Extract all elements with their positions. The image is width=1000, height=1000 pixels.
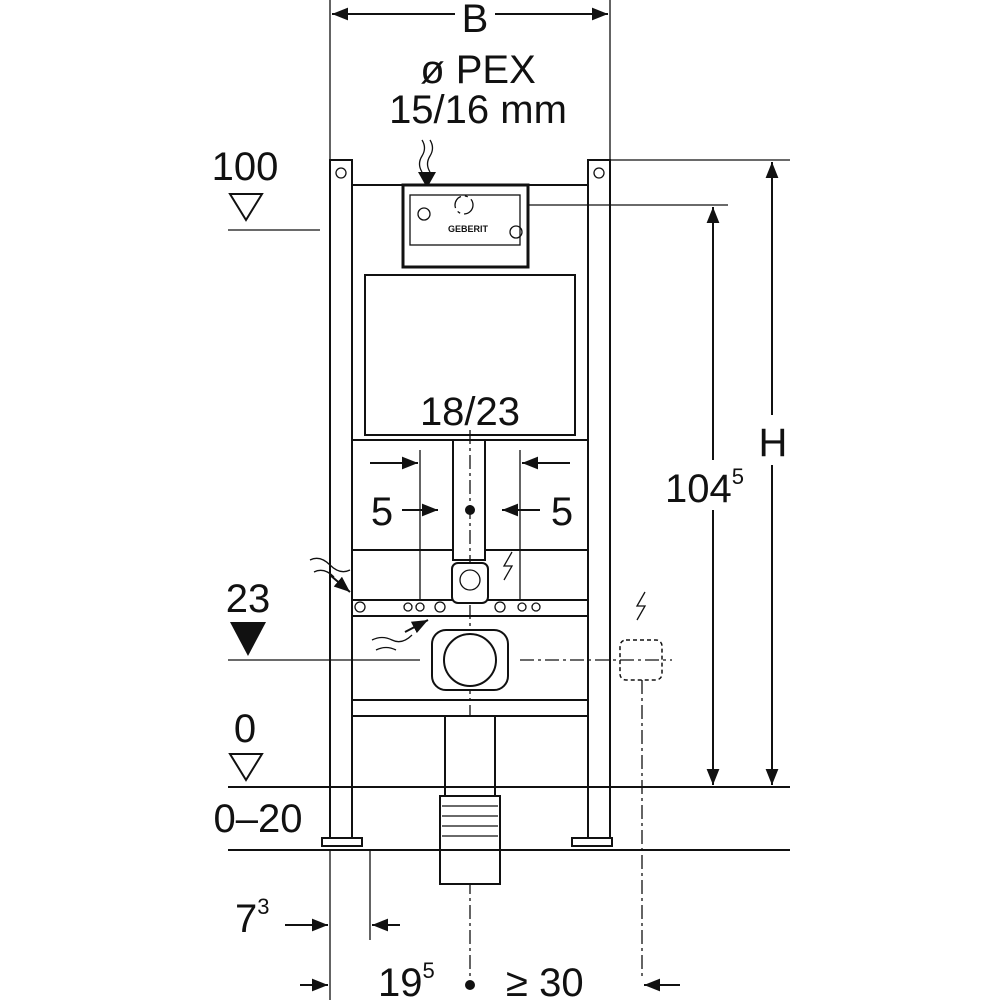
height-label: 1045: [665, 464, 744, 511]
water-left-arrow-icon: [309, 557, 351, 593]
water-drain-arrow-icon: [371, 619, 429, 651]
level-marker-icon: [228, 753, 264, 782]
floor-range-label: 0–20: [214, 797, 303, 841]
offset-left-label: 5: [371, 490, 393, 534]
level-23-label: 23: [226, 577, 271, 621]
water-supply-arrow-icon: [418, 139, 436, 188]
flush-plate: GEBERIT: [401, 183, 530, 269]
flush-pipe: [452, 439, 486, 561]
drain-bend: [431, 629, 509, 885]
electric-right-icon: [635, 591, 647, 621]
socket-box: [619, 639, 663, 681]
min-distance-label: ≥ 30: [506, 961, 584, 1000]
level-marker-filled-icon: [230, 622, 266, 656]
connection-fittings: [354, 562, 541, 613]
electric-left-icon: [502, 551, 514, 581]
level-marker-icon: [228, 193, 264, 222]
width-dimension: B: [329, 0, 611, 160]
pex-size-label: 15/16 mm: [389, 88, 567, 132]
total-height-label: H: [759, 421, 788, 465]
offset-right-label: 5: [551, 490, 573, 534]
installation-frame: [321, 159, 613, 847]
pipe-size-label: 18/23: [420, 390, 520, 434]
logo-text: GEBERIT: [448, 224, 489, 234]
depth-label: 195: [378, 958, 435, 1000]
width-label: B: [462, 0, 489, 41]
foot-label: 73: [235, 894, 270, 941]
level-0-label: 0: [234, 707, 256, 751]
level-100-label: 100: [212, 145, 279, 189]
pex-label: ø PEX: [420, 48, 536, 92]
